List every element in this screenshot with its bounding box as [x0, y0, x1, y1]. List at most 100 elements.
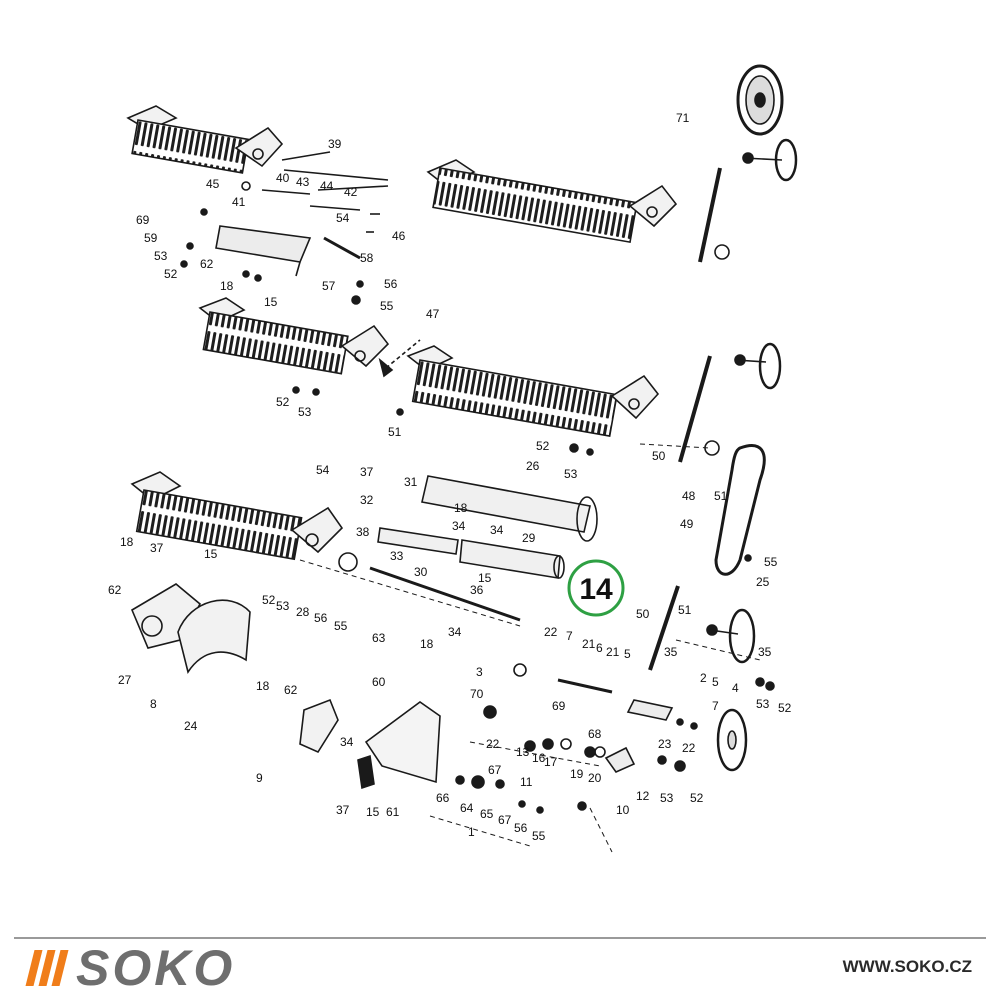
plate-61 [357, 754, 375, 790]
callout: 55 [532, 829, 546, 843]
rotor-top-left [126, 105, 284, 174]
callout: 62 [284, 683, 298, 697]
callout: 21 [582, 637, 596, 651]
bushing [338, 552, 358, 572]
callout: 15 [204, 547, 218, 561]
callout: 50 [636, 607, 650, 621]
callout: 15 [264, 295, 278, 309]
callout: 34 [490, 523, 504, 537]
callout: 18 [420, 637, 434, 651]
callout: 43 [296, 175, 310, 189]
callout: 10 [616, 803, 630, 817]
callout: 52 [262, 593, 276, 607]
callout: 53 [276, 599, 290, 613]
callout: 16 [532, 751, 546, 765]
rotor-middle-left [198, 297, 390, 375]
callout: 60 [372, 675, 386, 689]
callout: 12 [636, 789, 650, 803]
rotor-top-right [426, 159, 678, 244]
callout: 39 [328, 137, 342, 151]
callout: 52 [536, 439, 550, 453]
flange-48-top [714, 244, 730, 260]
pulley-71 [736, 64, 784, 136]
callout: 56 [314, 611, 328, 625]
callout: 54 [336, 211, 350, 225]
wheel-lower-1 [706, 608, 756, 664]
page-number-badge: 14 [567, 559, 625, 617]
callout: 4 [732, 681, 739, 695]
guard-60 [364, 701, 441, 784]
callout: 22 [544, 625, 558, 639]
callout: 29 [522, 531, 536, 545]
callout: 22 [682, 741, 696, 755]
callout: 20 [588, 771, 602, 785]
callout: 34 [340, 735, 354, 749]
callout: 53 [298, 405, 312, 419]
callout: 28 [296, 605, 310, 619]
website-link[interactable]: WWW.SOKO.CZ [842, 957, 972, 976]
tube-26 [421, 475, 598, 542]
callout: 34 [448, 625, 462, 639]
brand-logo: SOKO [25, 943, 235, 993]
callout: 34 [452, 519, 466, 533]
callout: 37 [360, 465, 374, 479]
top-small-parts [180, 151, 389, 305]
callout: 66 [436, 791, 450, 805]
callout: 52 [690, 791, 704, 805]
wheel-middle [734, 342, 782, 390]
callout: 59 [144, 231, 158, 245]
callout: 26 [526, 459, 540, 473]
callout: 69 [136, 213, 150, 227]
callout: 35 [664, 645, 678, 659]
assembly-lines [299, 443, 761, 853]
callout: 18 [256, 679, 270, 693]
callout: 35 [758, 645, 772, 659]
callout: 17 [544, 755, 558, 769]
callout: 38 [356, 525, 370, 539]
callout: 33 [390, 549, 404, 563]
callout: 53 [660, 791, 674, 805]
callout: 62 [200, 257, 214, 271]
callout: 61 [386, 805, 400, 819]
callout: 69 [552, 699, 566, 713]
callout: 3 [476, 665, 483, 679]
callout: 56 [514, 821, 528, 835]
callout: 51 [678, 603, 692, 617]
callout: 13 [516, 745, 530, 759]
callout: 37 [336, 803, 350, 817]
callout: 21 [606, 645, 620, 659]
exploded-parts-diagram: 14 71 39 45 40 43 44 42 41 69 54 59 46 5… [108, 64, 798, 853]
shaft-29 [459, 539, 565, 579]
brand-stripes-icon [25, 950, 69, 986]
callout: 64 [460, 801, 474, 815]
callout: 23 [658, 737, 672, 751]
callout: 63 [372, 631, 386, 645]
callout: 48 [682, 489, 696, 503]
callout: 55 [764, 555, 778, 569]
callout: 9 [256, 771, 263, 785]
callout: 54 [316, 463, 330, 477]
callout: 18 [454, 501, 468, 515]
callout: 25 [756, 575, 770, 589]
callout: 57 [322, 279, 336, 293]
bracket-24 [177, 599, 251, 674]
shaft-50-middle [678, 355, 712, 463]
callout: 47 [426, 307, 440, 321]
rotor-middle-right [406, 345, 660, 438]
callout: 15 [478, 571, 492, 585]
callout: 6 [596, 641, 603, 655]
rotor-lower-left [130, 471, 344, 561]
callout: 51 [388, 425, 402, 439]
callout: 18 [220, 279, 234, 293]
shaft-lower [369, 566, 521, 622]
callout: 44 [320, 179, 334, 193]
callout: 46 [392, 229, 406, 243]
callout: 37 [150, 541, 164, 555]
callout: 32 [360, 493, 374, 507]
callout: 51 [714, 489, 728, 503]
callout: 7 [712, 699, 719, 713]
callout: 55 [380, 299, 394, 313]
callout: 52 [276, 395, 290, 409]
callout: 7 [566, 629, 573, 643]
callout: 58 [360, 251, 374, 265]
